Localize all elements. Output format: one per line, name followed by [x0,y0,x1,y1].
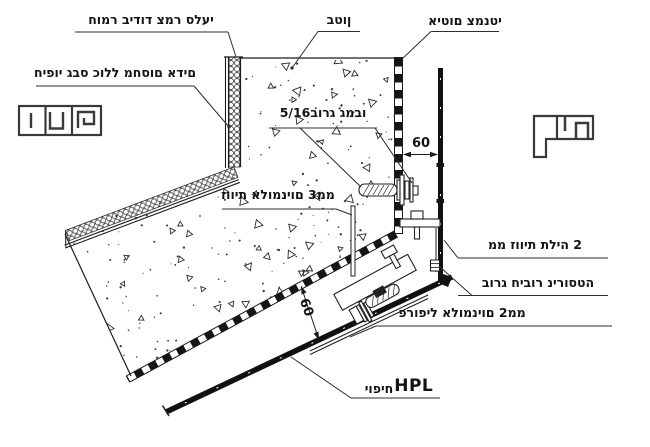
outer-cladding-bar [435,68,452,287]
aluminum-angle-plate [350,205,356,277]
label-cement-sealing: איטום צמנטי [428,13,502,28]
label-hanging-angle: ממ זווית תליה 2 [487,237,583,252]
label-hpl-hebrew: חיפוי [364,381,394,396]
label-hpl-latin: HPL [394,376,434,396]
label-insulation: חומר בידוד צמר סלעי [88,12,214,27]
label-gypsum-cladding: חיפוי גבס כולל מחסום אדים [34,65,197,80]
concrete-outline [64,57,403,377]
label-jumbo-screw: 5/16בורג גמבו [279,105,367,120]
hpl-cladding-strip [161,274,454,417]
label-concrete: בטון [326,12,352,27]
dimension-text-wall-gap: 60 [411,136,431,151]
jumbo-screw-assembly [358,174,419,206]
interior-wall-vertical [224,56,243,168]
corner-bracket-assembly [333,244,418,325]
sealed-face-vertical-strip [394,57,403,234]
label-stainless-screw: בורג חיבור נירוסטה [481,275,595,290]
dimension-wall-gap [403,151,438,158]
label-aluminum-angle: זווית אלומניום 3ממ [221,187,335,202]
hanging-angle-bracket [399,210,441,240]
dimension-slope-gap [300,285,320,341]
label-aluminum-profile: פרופיל אלומניום 2ממ [398,305,526,320]
aluminum-profile-lines [309,294,429,355]
stainless-screw-fastener [430,259,440,272]
leader-lines [36,31,612,399]
interior-wall-sloped [64,166,240,249]
exterior-stamp [532,114,595,159]
interior-stamp [17,104,103,137]
